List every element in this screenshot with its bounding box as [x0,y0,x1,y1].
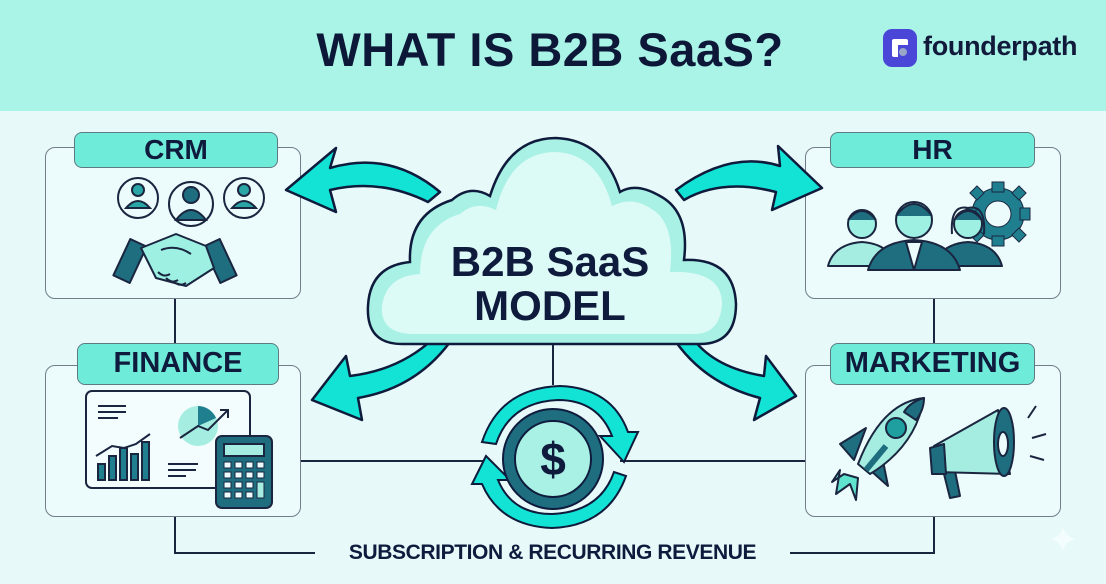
cycle-arrow-top-icon [480,384,640,464]
bracket-right [933,516,935,553]
trend-arrow-icon [179,409,229,439]
finance-label: FINANCE [77,343,279,385]
crm-illustration [112,177,265,287]
marketing-label: MARKETING [830,343,1035,385]
rocket-icon [831,397,925,501]
finance-card [45,365,301,517]
arrow-to-hr-icon [674,144,824,212]
connector-crm-finance [174,297,176,345]
founderpath-logo-icon [883,29,917,67]
cycle-arrow-bottom-icon [470,454,628,530]
arrow-to-marketing-icon [674,338,798,422]
sparkle-icon [1050,526,1076,552]
dollar-icon: $ [540,433,566,485]
user-circle-icon [223,177,265,219]
arrow-to-finance-icon [310,336,452,422]
marketing-illustration [831,397,1047,501]
bracket-left [174,516,176,553]
arrow-to-crm-icon [284,146,442,214]
megaphone-icon [929,405,1047,499]
revenue-caption: SUBSCRIPTION & RECURRING REVENUE [315,541,790,565]
user-circle-icon [117,177,159,219]
connector-cloud-revenue [552,340,554,385]
connector-finance-revenue [300,460,485,462]
crm-label: CRM [74,132,278,168]
page-title: WHAT IS B2B SaaS? [316,23,784,76]
user-circle-icon [168,181,214,227]
marketing-card [805,365,1061,517]
finance-illustration [85,390,273,509]
crm-card [45,147,301,299]
calculator-icon [215,435,273,509]
handshake-icon [112,233,238,287]
header-band [0,0,1106,111]
brand-name: founderpath [923,31,1078,61]
connector-revenue-marketing [620,460,806,462]
hr-label: HR [830,132,1035,168]
hr-card [805,147,1061,299]
cloud-label: B2B SaaS MODEL [450,238,650,329]
connector-hr-marketing [933,297,935,345]
hr-illustration [827,181,1031,271]
team-people-icon [827,201,1003,271]
